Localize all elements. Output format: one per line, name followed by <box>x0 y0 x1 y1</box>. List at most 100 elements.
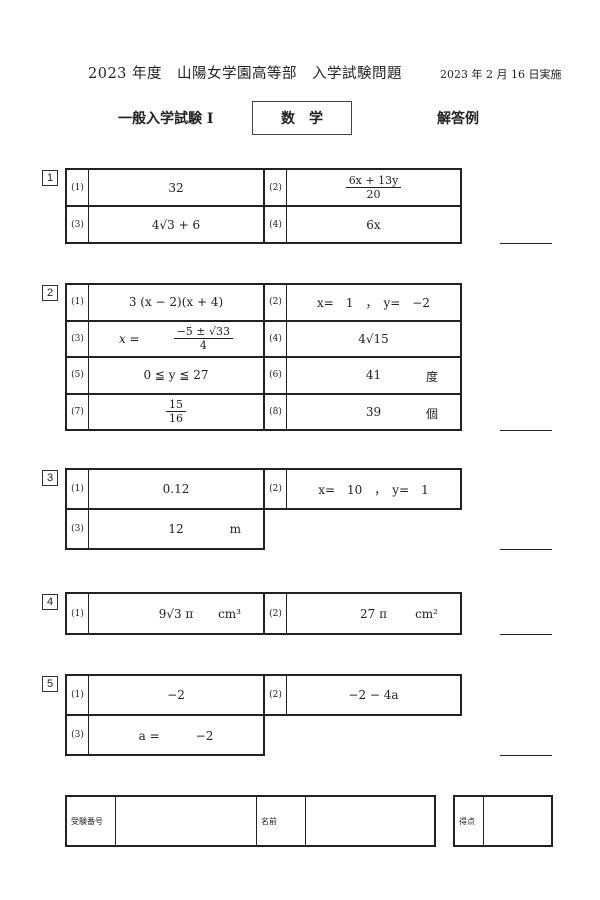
answer-text: −2 − 4a <box>348 688 399 702</box>
answer-cell: (8) 39 個 <box>263 392 462 431</box>
answer-cell: (3)a = −2 <box>65 714 265 756</box>
answer-cell: (1) 32 <box>65 168 265 207</box>
item-label: (1) <box>67 470 89 508</box>
item-label: (2) <box>265 170 287 205</box>
answer-text: 39 <box>365 404 382 419</box>
name-field[interactable] <box>306 797 434 845</box>
item-label: (3) <box>67 207 89 242</box>
answer-text: 41 <box>365 368 382 383</box>
denominator: 16 <box>169 412 183 426</box>
unit: cm² <box>415 606 438 621</box>
answer-text: a = −2 <box>138 728 214 743</box>
answer-cell: (1) 9√3 π cm³ <box>65 592 265 635</box>
score-line[interactable] <box>500 430 552 431</box>
item-label: (3) <box>67 321 89 356</box>
answer-text: 0 ≦ y ≦ 27 <box>143 368 209 383</box>
answer-text: 12 <box>168 522 184 536</box>
answer-text: 0.12 <box>162 482 190 496</box>
question-number: 3 <box>42 470 58 486</box>
answer: 4√15 <box>287 322 460 357</box>
answer-cell: (2)−2 − 4a <box>263 674 462 716</box>
answer-text: 6x <box>366 217 381 232</box>
item-label: (1) <box>67 594 89 633</box>
score-line[interactable] <box>500 755 552 756</box>
question-number: 1 <box>42 170 58 186</box>
item-label: (3) <box>67 510 89 548</box>
answer-text: x= 10 ， y= 1 <box>318 482 429 497</box>
numerator: 15 <box>166 398 186 413</box>
score-line[interactable] <box>500 243 552 244</box>
answer-cell: (1) 0.12 <box>65 468 265 510</box>
question-number: 2 <box>42 285 58 301</box>
numerator: 6x + 13y <box>345 174 402 188</box>
answer-cell: (2) x= 10 ， y= 1 <box>263 468 462 510</box>
exam-number-field[interactable] <box>116 797 257 845</box>
item-label: (7) <box>67 394 89 429</box>
answer: 27 π <box>287 594 460 633</box>
unit: m <box>229 522 241 536</box>
answer-cell: (2)x= 1 ， y= −2 <box>263 283 462 322</box>
answer-cell: (4) 4√15 <box>263 319 462 358</box>
answer-cell: (6) 41 度 <box>263 356 462 395</box>
item-label: (1) <box>67 170 89 205</box>
exam-date: 2023 年 2 月 16 日実施 <box>440 68 562 81</box>
score-label: 得点 <box>455 797 484 845</box>
unit: cm³ <box>218 606 241 621</box>
answer-text: −2 <box>167 688 185 702</box>
denominator: 4 <box>199 339 207 353</box>
answer: a = −2 <box>89 716 263 754</box>
item-label: (8) <box>265 394 287 429</box>
answer-cell: (4) 6x <box>263 205 462 244</box>
unit: 個 <box>425 406 438 421</box>
exam-number-label: 受験番号 <box>67 797 116 845</box>
answer: 41 <box>287 358 460 393</box>
score-field[interactable] <box>484 797 551 845</box>
item-label: (4) <box>265 321 287 356</box>
numerator: −5 ± √33 <box>173 325 234 340</box>
answer: 0 ≦ y ≦ 27 <box>89 358 263 393</box>
answer: 4√3 + 6 <box>89 207 263 242</box>
denominator: 20 <box>366 188 381 201</box>
answer-prefix: x = <box>118 331 140 346</box>
answer-text: 3 (x − 2)(x + 4) <box>128 295 224 310</box>
score-box: 得点 <box>453 795 553 847</box>
item-label: (2) <box>265 470 287 508</box>
item-label: (4) <box>265 207 287 242</box>
score-line[interactable] <box>500 549 552 550</box>
item-label: (5) <box>67 358 89 393</box>
answer: x= 1 ， y= −2 <box>287 285 460 320</box>
answer: −2 − 4a <box>287 676 460 714</box>
name-label: 名前 <box>257 797 306 845</box>
answer: 9√3 π <box>89 594 263 633</box>
question-number: 5 <box>42 676 58 692</box>
answer-cell: (5) 0 ≦ y ≦ 27 <box>65 356 265 395</box>
student-info-box: 受験番号 名前 <box>65 795 436 847</box>
subject-box: 数学 <box>252 101 352 135</box>
item-label: (6) <box>265 358 287 393</box>
score-line[interactable] <box>500 634 552 635</box>
item-label: (1) <box>67 285 89 320</box>
answer-text: 9√3 π <box>158 606 194 621</box>
answer-text: 32 <box>168 180 184 195</box>
exam-type: 一般入学試験 I <box>118 111 214 127</box>
item-label: (2) <box>265 285 287 320</box>
unit: 度 <box>425 370 438 385</box>
answer: 39 <box>287 395 460 430</box>
answer: −2 <box>89 676 263 714</box>
answer-cell: (3) 12 m <box>65 508 265 550</box>
answer-cell: (3)4√3 + 6 <box>65 205 265 244</box>
exam-title: 2023 年度 山陽女学園高等部 入学試験問題 <box>88 66 403 82</box>
answer-text: 4√15 <box>358 331 389 346</box>
answer: 32 <box>89 170 263 205</box>
answer-cell: (1)−2 <box>65 674 265 716</box>
